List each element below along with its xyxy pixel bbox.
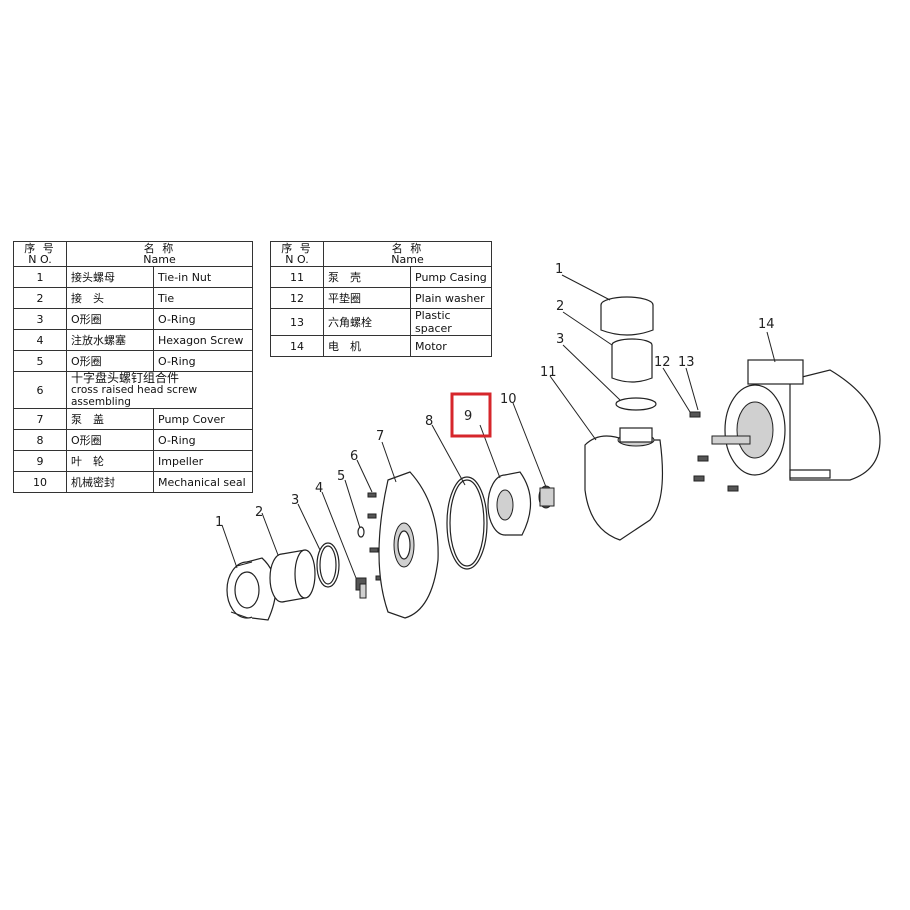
row-name-en: O-Ring [153,308,253,330]
mechanical-seal [538,485,555,509]
callout-2-right: 2 [556,299,564,314]
name-header: 名 称 Name [323,241,492,267]
motor [711,359,881,481]
callout-11: 11 [540,365,557,380]
row-name-cn: 电 机 [323,335,411,357]
callout-13: 13 [678,355,695,370]
tie-left [269,549,316,603]
callout-6: 6 [350,449,358,464]
row-name-cn: O形圈 [66,350,154,372]
callout-1-left: 1 [215,515,223,530]
table-header-row: 序 号 N O. 名 称 Name [270,241,492,267]
row-name-en: Mechanical seal [153,471,253,493]
callout-3-left: 3 [291,493,299,508]
callout-9: 9 [464,409,472,424]
row-name-cn: 机械密封 [66,471,154,493]
table-header-row: 序 号 N O. 名 称 Name [13,241,253,267]
name-header-cn: 名 称 [143,242,176,255]
callout-1-right: 1 [555,262,563,277]
pump-casing [584,427,664,541]
row-name-cn: 泵 盖 [66,408,154,430]
leader-lines [221,274,776,579]
callout-3-right: 3 [556,332,564,347]
row-number: 10 [13,471,67,493]
no-header-en: N O. [28,253,52,266]
o-ring-small [357,526,365,538]
callout-2-left: 2 [255,505,263,520]
no-header-en: N O. [285,253,309,266]
impeller [487,471,532,536]
tie-in-nut-right [600,296,654,336]
washer-bolt [689,411,739,492]
row-name-cn: 接头螺母 [66,266,154,288]
name-header: 名 称 Name [66,241,253,267]
callout-14: 14 [758,317,775,332]
row-name-cn: 平垫圈 [323,287,411,309]
pump-cover [378,471,439,619]
row-name-en: Motor [410,335,492,357]
table-row: 6 十字盘头螺钉组合件 cross raised head screw asse… [13,371,253,409]
name-header-cn: 名 称 [391,242,424,255]
o-ring-right [615,397,657,411]
row-name-cn: 注放水螺塞 [66,329,154,351]
callout-7: 7 [376,429,384,444]
highlight-box [450,392,492,438]
row-name-en: Plain washer [410,287,492,309]
tie-in-nut-left [226,557,277,621]
callout-8: 8 [425,414,433,429]
row-name-cn: O形圈 [66,308,154,330]
no-header: 序 号 N O. [13,241,67,267]
name-header-en: Name [143,253,176,266]
tie-right [611,338,653,383]
row-name-en: Impeller [153,450,253,472]
hexagon-screw [355,577,367,599]
callout-10: 10 [500,392,517,407]
row-name-cn: 十字盘头螺钉组合件 [71,371,180,385]
no-header-cn: 序 号 [281,242,313,255]
no-header-cn: 序 号 [24,242,56,255]
row-name-cn: 接 头 [66,287,154,309]
row-name-merged: 十字盘头螺钉组合件 cross raised head screw assemb… [66,371,253,409]
name-header-en: Name [391,253,424,266]
row-number: 14 [270,335,324,357]
callout-5: 5 [337,469,345,484]
row-name-en: Plastic spacer [410,308,492,336]
callout-4: 4 [315,481,323,496]
callout-12: 12 [654,355,671,370]
row-name-en: cross raised head screw assembling [71,384,198,408]
